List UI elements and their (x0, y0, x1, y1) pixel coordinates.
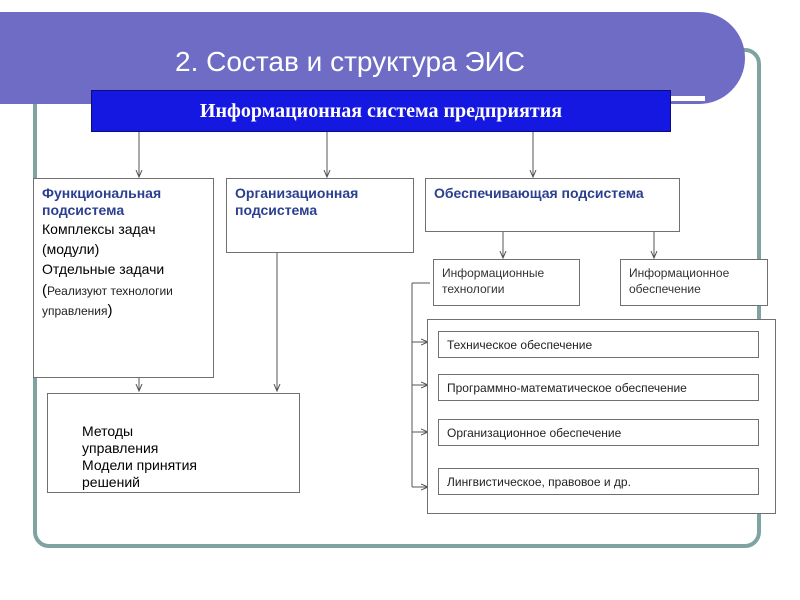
note-text: Реализуют технологии управления (42, 284, 173, 318)
support-item-linguistic: Лингвистическое, правовое и др. (438, 468, 759, 495)
functional-note: (Реализуют технологии управления) (42, 281, 205, 321)
note-paren-close: ) (107, 302, 113, 319)
support-item-technical: Техническое обеспечение (438, 331, 759, 358)
functional-line-1: Комплексы задач (42, 221, 156, 237)
functional-line-3: Отдельные задачи (42, 261, 165, 277)
note-paren-open: ( (42, 282, 47, 299)
root-node: Информационная система предприятия (91, 90, 671, 132)
support-item-software: Программно-математическое обеспечение (438, 374, 759, 401)
functional-subsystem-box: Функциональная подсистема Комплексы зада… (33, 178, 214, 378)
info-technologies-box: Информационные технологии (433, 259, 580, 306)
slide-title: 2. Состав и структура ЭИС (175, 46, 525, 77)
info-support-box: Информационное обеспечение (620, 259, 768, 306)
organizational-subsystem-box: Организационная подсистема (226, 178, 414, 253)
support-item-organizational: Организационное обеспечение (438, 419, 759, 446)
organizational-subsystem-title: Организационная подсистема (235, 185, 359, 218)
functional-line-2: (модули) (42, 241, 100, 257)
methods-line-1: Методы управления (82, 423, 159, 456)
methods-line-2: Модели принятия решений (82, 457, 197, 490)
functional-subsystem-title: Функциональная подсистема (42, 185, 162, 218)
info-technologies-label: Информационные технологии (442, 266, 545, 296)
supporting-subsystem-box: Обеспечивающая подсистема (425, 178, 680, 232)
supporting-subsystem-title: Обеспечивающая подсистема (434, 185, 644, 201)
info-support-label: Информационное обеспечение (629, 266, 730, 296)
methods-box: Методы управления Модели принятия решени… (47, 393, 300, 493)
title-banner (0, 12, 745, 104)
